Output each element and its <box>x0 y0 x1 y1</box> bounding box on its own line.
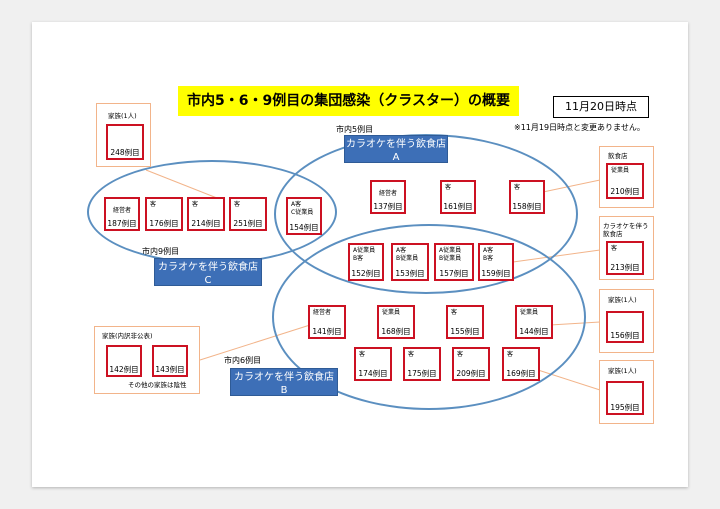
case-141: 経営者 141例目 <box>308 305 346 339</box>
ext-karaoke-213-title: カラオケを伴う 飲食店 <box>603 222 649 238</box>
case-159: A客 B客 159例目 <box>478 243 514 281</box>
area-box-a: カラオケを伴う飲食店 A <box>344 135 448 163</box>
area-box-c: カラオケを伴う飲食店 C <box>154 258 262 286</box>
case-153: A客 B従業員 153例目 <box>391 243 429 281</box>
case-152: A従業員 B客 152例目 <box>348 243 384 281</box>
case-187: 経営者 187例目 <box>104 197 140 231</box>
area-label-c: 市内9例目 <box>142 247 180 256</box>
case-174: 客 174例目 <box>354 347 392 381</box>
area-box-c-line1: カラオケを伴う飲食店 <box>158 262 258 273</box>
ext-family-156-title: 家族(1人) <box>608 296 637 304</box>
case-144: 従業員 144例目 <box>515 305 553 339</box>
case-213: 客 213例目 <box>606 241 644 275</box>
ext-family-195-title: 家族(1人) <box>608 367 637 375</box>
area-box-b: カラオケを伴う飲食店 B <box>230 368 338 396</box>
case-157: A従業員 B従業員 157例目 <box>434 243 474 281</box>
case-209: 客 209例目 <box>452 347 490 381</box>
area-label-a: 市内5例目 <box>336 125 374 134</box>
case-161: 客 161例目 <box>440 180 476 214</box>
case-143: 143例目 <box>152 345 188 377</box>
case-142: 142例目 <box>106 345 142 377</box>
case-158: 客 158例目 <box>509 180 545 214</box>
ext-restaurant-210-title: 飲食店 <box>608 152 628 160</box>
case-169: 客 169例目 <box>502 347 540 381</box>
area-box-c-line2: C <box>204 275 212 286</box>
case-154: A客 C従業員 154例目 <box>286 197 322 235</box>
ext-family-multi-title: 家族(内訳非公表) <box>102 332 153 340</box>
case-156: 156例目 <box>606 311 644 343</box>
area-box-b-line1: カラオケを伴う飲食店 <box>234 372 334 383</box>
case-137: 経営者 137例目 <box>370 180 406 214</box>
case-251: 客 251例目 <box>229 197 267 231</box>
date-box: 11月20日時点 <box>553 96 649 118</box>
area-label-b: 市内6例目 <box>224 356 262 365</box>
case-176: 客 176例目 <box>145 197 183 231</box>
area-box-a-line2: A <box>392 152 400 163</box>
area-box-a-line1: カラオケを伴う飲食店 <box>346 139 446 150</box>
ellipse-b <box>272 224 586 410</box>
ext-family-248-title: 家族(1人) <box>108 112 137 120</box>
page-title: 市内5・6・9例目の集団感染（クラスター）の概要 <box>178 86 519 116</box>
case-168: 従業員 168例目 <box>377 305 415 339</box>
case-248: 248例目 <box>106 124 144 160</box>
case-175: 客 175例目 <box>403 347 441 381</box>
note-text: ※11月19日時点と変更ありません。 <box>514 123 645 132</box>
case-155: 客 155例目 <box>446 305 484 339</box>
area-box-b-line2: B <box>280 385 288 396</box>
case-214: 客 214例目 <box>187 197 225 231</box>
ext-family-multi-footer: その他の家族は陰性 <box>128 381 187 389</box>
case-210: 従業員 210例目 <box>606 163 644 199</box>
case-195: 195例目 <box>606 381 644 415</box>
